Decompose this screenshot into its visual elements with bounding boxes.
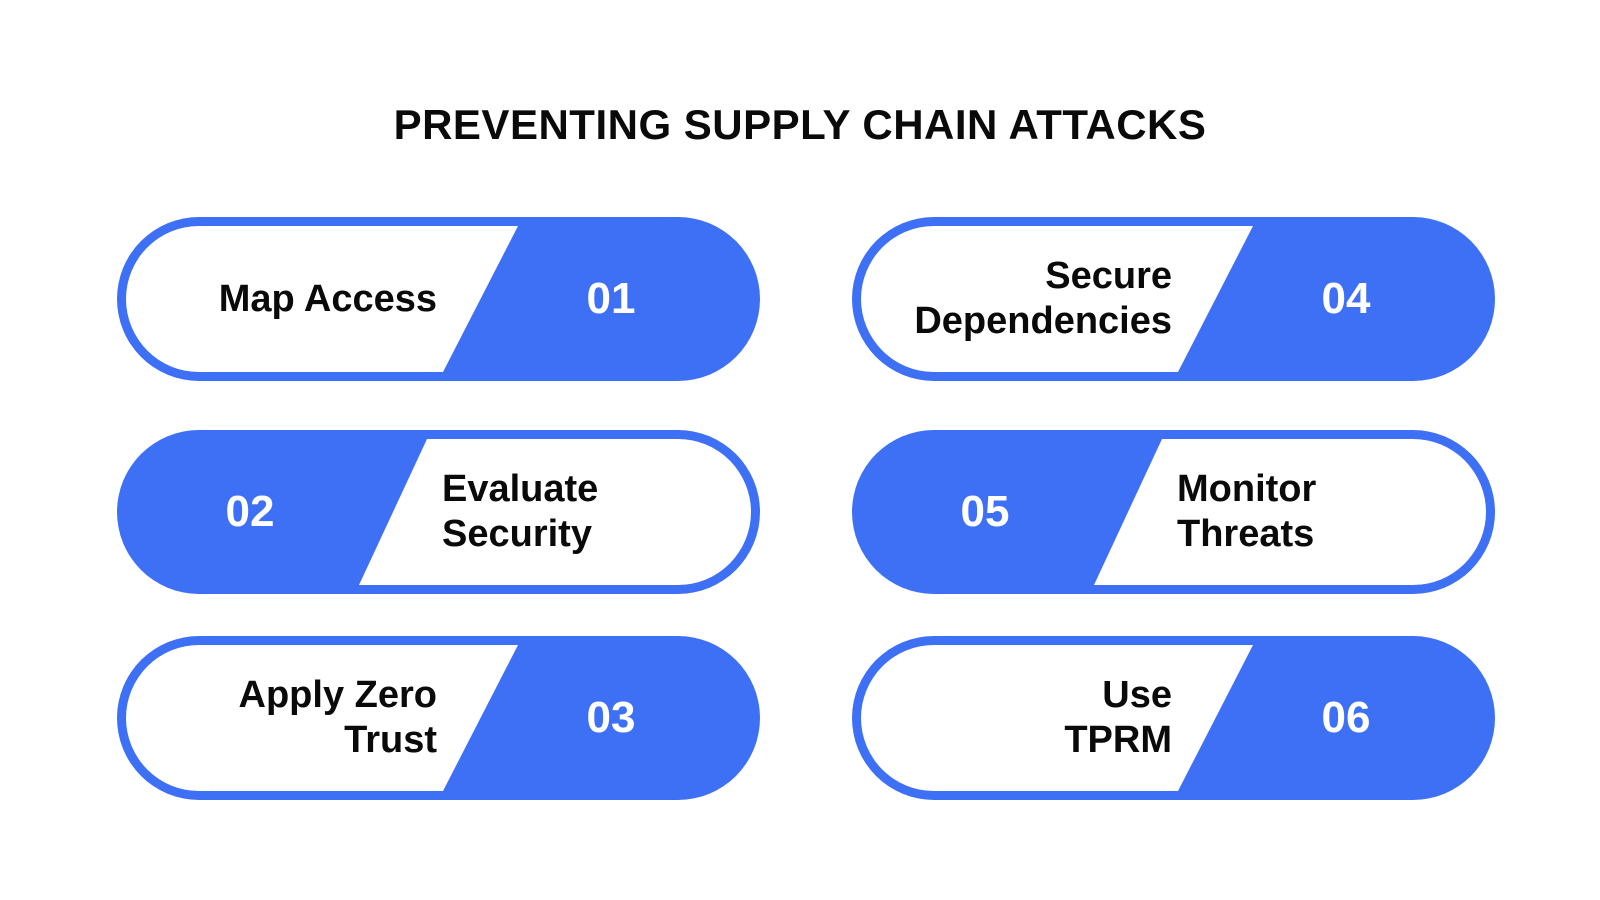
step-label: Secure Dependencies [892,217,1172,381]
step-number: 04 [1321,274,1371,323]
step-label: Apply Zero Trust [157,636,437,800]
pill-white-panel [1094,439,1486,585]
step-number: 02 [225,487,275,536]
pill-shape [117,636,760,800]
step-pill-01: Map Access 01 [117,217,760,381]
step-label-line: Secure [1045,255,1172,298]
step-label-line: Monitor [1177,468,1317,511]
step-label-line: Evaluate [442,468,599,511]
step-pill-05: Monitor Threats 05 [852,430,1495,594]
step-number: 01 [586,274,636,323]
step-label: Monitor Threats [1177,430,1455,594]
pill-shape [117,430,760,594]
step-pill-06: Use TPRM 06 [852,636,1495,800]
step-number: 03 [586,693,636,742]
pill-shape [852,636,1495,800]
pill-white-panel [861,226,1253,372]
step-label-line: Use [1102,674,1172,717]
pill-shape [852,430,1495,594]
step-label: Map Access [157,217,437,381]
step-label-line: Security [442,513,592,555]
step-pill-03: Apply Zero Trust 03 [117,636,760,800]
pill-white-panel [126,645,518,791]
step-label: Evaluate Security [442,430,720,594]
step-pill-04: Secure Dependencies 04 [852,217,1495,381]
step-label-line: Threats [1177,513,1315,555]
page-title: PREVENTING SUPPLY CHAIN ATTACKS [393,101,1207,148]
step-label-line: Dependencies [914,300,1172,342]
step-label-line: Trust [344,719,437,761]
step-pill-02: Evaluate Security 02 [117,430,760,594]
pill-white-panel [126,226,518,372]
pill-shape [852,217,1495,381]
pill-white-panel [359,439,751,585]
step-number: 06 [1321,693,1371,742]
pill-white-panel [861,645,1253,791]
step-label: Use TPRM [892,636,1172,800]
step-label-line: TPRM [1064,719,1172,761]
step-label-line: Apply Zero [238,674,437,717]
step-label-line: Map Access [218,277,437,320]
pill-shape [117,217,760,381]
step-number: 05 [960,487,1010,536]
